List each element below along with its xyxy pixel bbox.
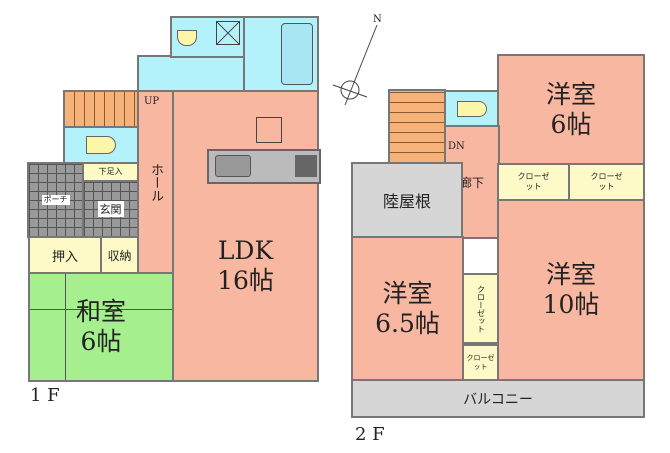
closet-1[interactable]: クローゼット (497, 163, 570, 201)
porch-label: ポーチ (41, 195, 70, 205)
kitchen-counter (207, 149, 321, 184)
storage: 収納 (100, 236, 139, 274)
hall-label: ホール (148, 162, 163, 202)
closet-2[interactable]: クローゼット (568, 163, 645, 201)
room-10-name: 洋室 (545, 260, 596, 289)
room-10: 洋室 10帖 (497, 199, 645, 381)
bathroom (243, 16, 319, 92)
oshiire: 押入 (28, 236, 102, 274)
closet-4[interactable]: クローゼット (462, 344, 499, 381)
shoe-storage-label: 下足入 (98, 167, 123, 176)
porch: ポーチ (27, 162, 84, 238)
floor-1-label: 1 F (30, 385, 60, 406)
washitsu-size: 6帖 (80, 327, 122, 356)
room-6-5: 洋室 6.5帖 (351, 236, 464, 381)
entrance-label: 玄関 (97, 201, 124, 217)
hall: ホール UP (137, 90, 174, 274)
balcony-label: バルコニー (463, 391, 533, 408)
flat-roof-label: 陸屋根 (382, 192, 431, 211)
ldk: LDK 16帖 (172, 90, 321, 382)
bathtub-icon (281, 23, 313, 85)
compass-rose-icon: N (332, 14, 382, 106)
ldk-size: 16帖 (217, 266, 274, 295)
sink-icon (177, 30, 197, 46)
washitsu-name: 和室 (75, 297, 126, 326)
room-6-name: 洋室 (545, 79, 596, 109)
wash-area (170, 16, 245, 58)
toilet-1f (63, 126, 139, 164)
dn-label: DN (448, 141, 465, 152)
room-6-5-name: 洋室 (382, 278, 433, 308)
closet-2-label: クローゼット (590, 172, 623, 191)
closet-4-label: クローゼット (466, 353, 495, 371)
refrigerator-icon (256, 117, 282, 143)
laundry-icon (216, 21, 240, 45)
stairs-1f[interactable] (63, 90, 139, 128)
kitchen-sink-icon (215, 155, 251, 177)
toilet-2f (444, 90, 499, 127)
room-10-size: 10帖 (542, 290, 600, 319)
flat-roof: 陸屋根 (351, 162, 463, 238)
washroom (137, 55, 245, 92)
toilet-icon (86, 136, 116, 154)
room-6: 洋室 6帖 (497, 54, 645, 165)
washitsu: 和室 6帖 (28, 272, 174, 382)
stairs-2f[interactable] (388, 89, 446, 164)
room-6-size: 6帖 (550, 109, 592, 139)
stove-icon (295, 155, 317, 177)
toilet-icon (456, 100, 487, 117)
entrance: 玄関 (82, 180, 139, 238)
closet-3[interactable]: クローゼット (462, 273, 499, 344)
ldk-name: LDK (217, 236, 274, 265)
closet-3-label: クローゼット (476, 284, 486, 333)
room-6-5-size: 6.5帖 (375, 308, 440, 338)
closet-1-label: クローゼット (517, 172, 550, 191)
balcony: バルコニー (351, 379, 645, 418)
corridor-label: 廊下 (459, 175, 484, 190)
shoe-storage: 下足入 (82, 162, 139, 182)
north-label: N (373, 14, 382, 25)
storage-label: 収納 (107, 248, 132, 263)
oshiire-label: 押入 (51, 249, 78, 265)
up-label: UP (144, 96, 160, 107)
floor-2-label: 2 F (355, 424, 385, 445)
